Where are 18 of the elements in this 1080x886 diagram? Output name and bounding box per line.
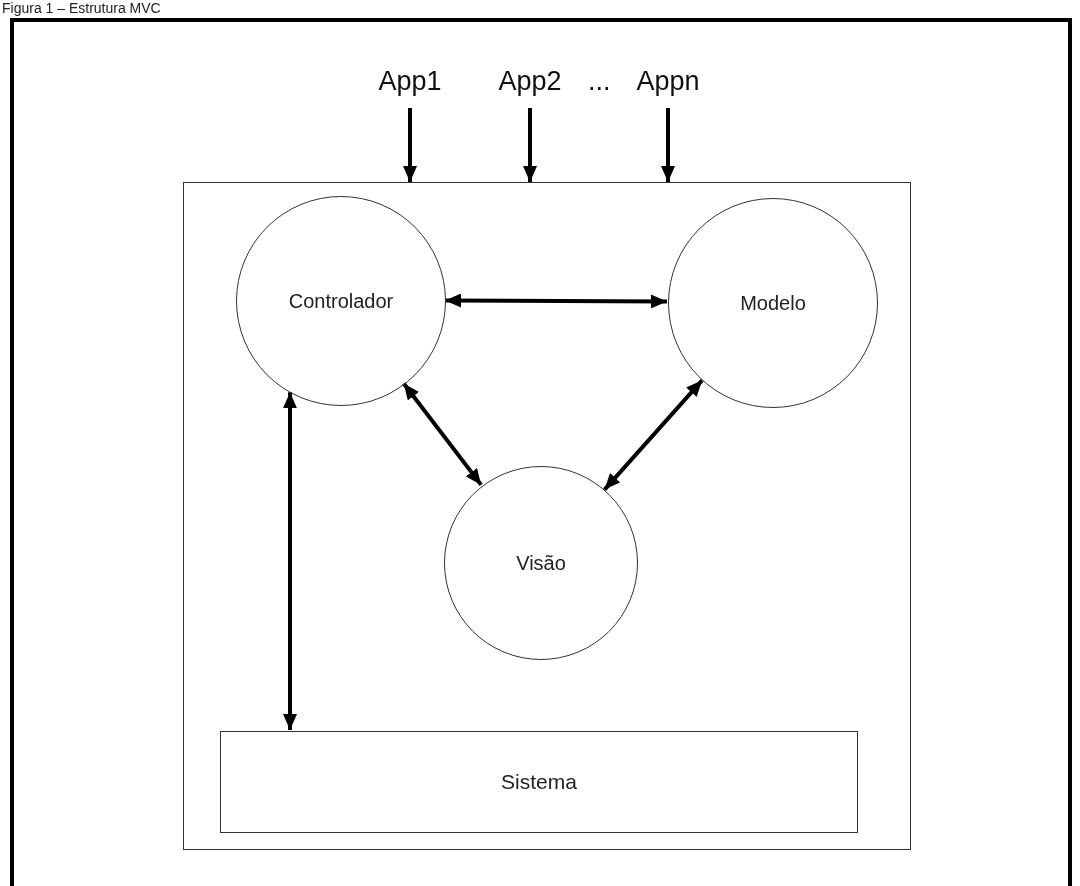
node-label: Modelo [740,291,806,315]
node-label: Sistema [501,770,577,794]
arrow [283,392,297,730]
arrow [403,108,417,182]
node-label: Controlador [288,289,394,313]
container-box [183,182,911,850]
arrow [523,108,537,182]
app-label: App1 [378,65,442,97]
app-label: Appn [636,65,700,97]
arrow [661,108,675,182]
node-label: Visão [516,551,566,575]
app-label: App2 [498,65,562,97]
arrow [445,293,667,309]
arrow [402,382,483,487]
ellipsis-label: ... [588,66,611,97]
figure-title: Figura 1 – Estrutura MVC [2,0,161,16]
arrow [603,379,704,491]
system-box [220,731,858,833]
